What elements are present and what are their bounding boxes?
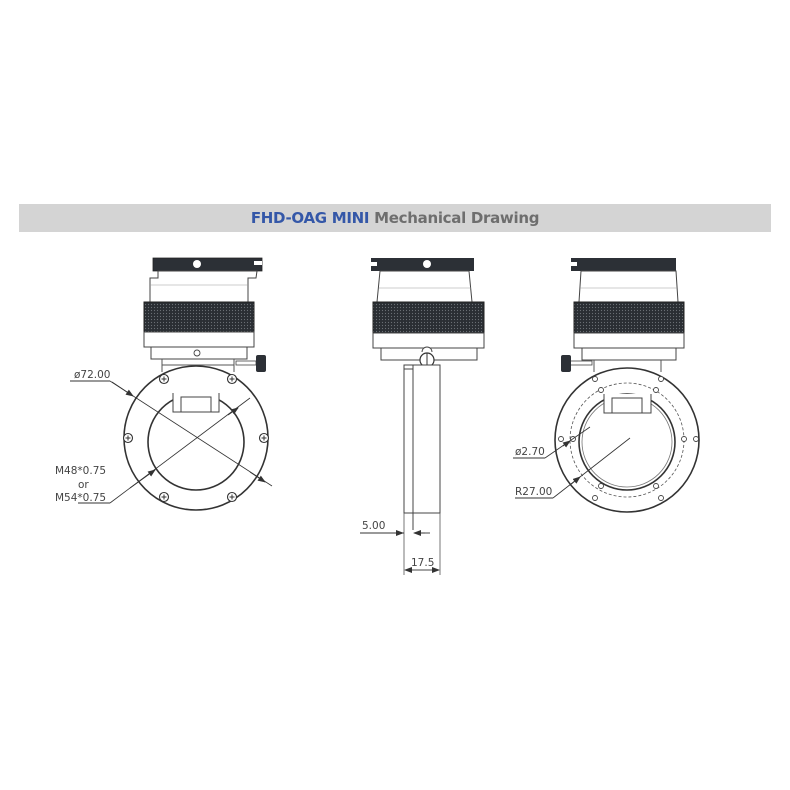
model-name: FHD-OAG MINI xyxy=(250,209,370,227)
drawing-subtitle: Mechanical Drawing xyxy=(374,209,540,227)
dim-plate-width: 17.5 xyxy=(411,557,434,569)
front-view: ø72.00 M48*0.75 or M54*0.75 xyxy=(55,257,273,511)
rear-view: ø2.70 R27.00 xyxy=(513,258,700,513)
dim-thread-1: M48*0.75 xyxy=(55,465,106,477)
dim-thread-2: M54*0.75 xyxy=(55,492,106,504)
dim-hole-diameter: ø2.70 xyxy=(515,446,545,458)
side-view: 5.00 17.5 xyxy=(360,258,485,575)
dim-plate-offset: 5.00 xyxy=(362,520,385,532)
dim-thread-or: or xyxy=(78,479,89,491)
dim-radius: R27.00 xyxy=(515,486,552,498)
dim-outer-diameter: ø72.00 xyxy=(74,369,110,381)
